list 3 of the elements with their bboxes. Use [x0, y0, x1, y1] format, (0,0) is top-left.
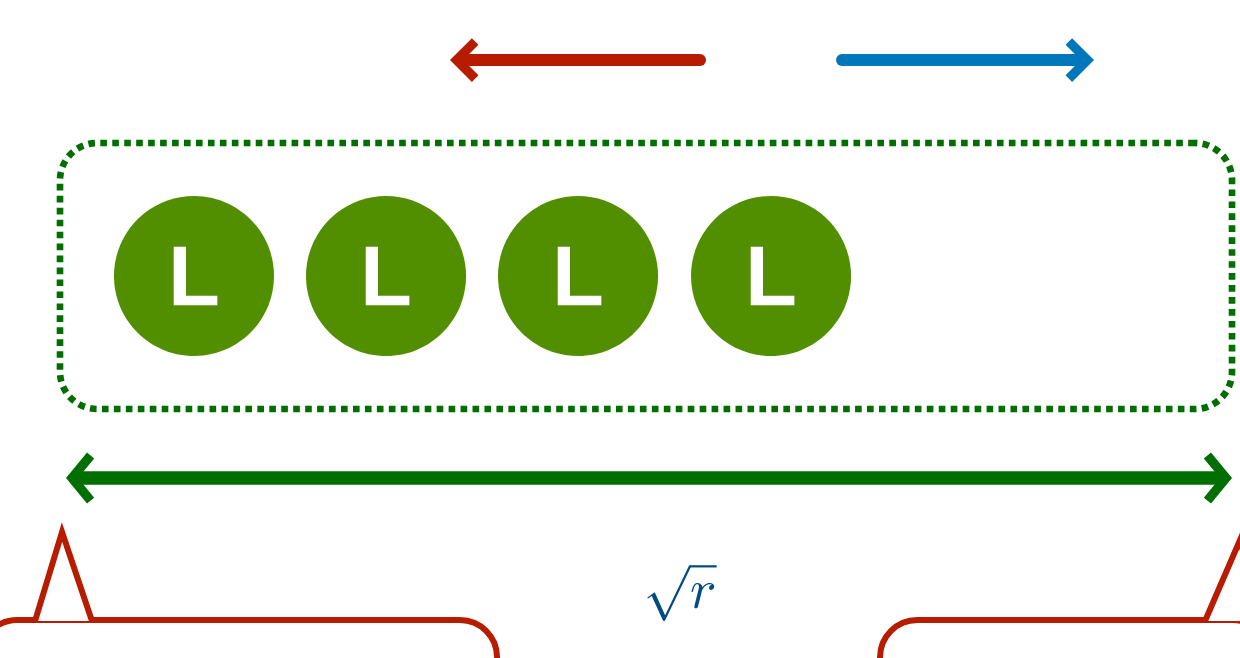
dotted-frame	[56, 139, 1236, 413]
callout-box	[0, 522, 500, 658]
formula-label: $\sqrt{r}$	[647, 565, 717, 621]
